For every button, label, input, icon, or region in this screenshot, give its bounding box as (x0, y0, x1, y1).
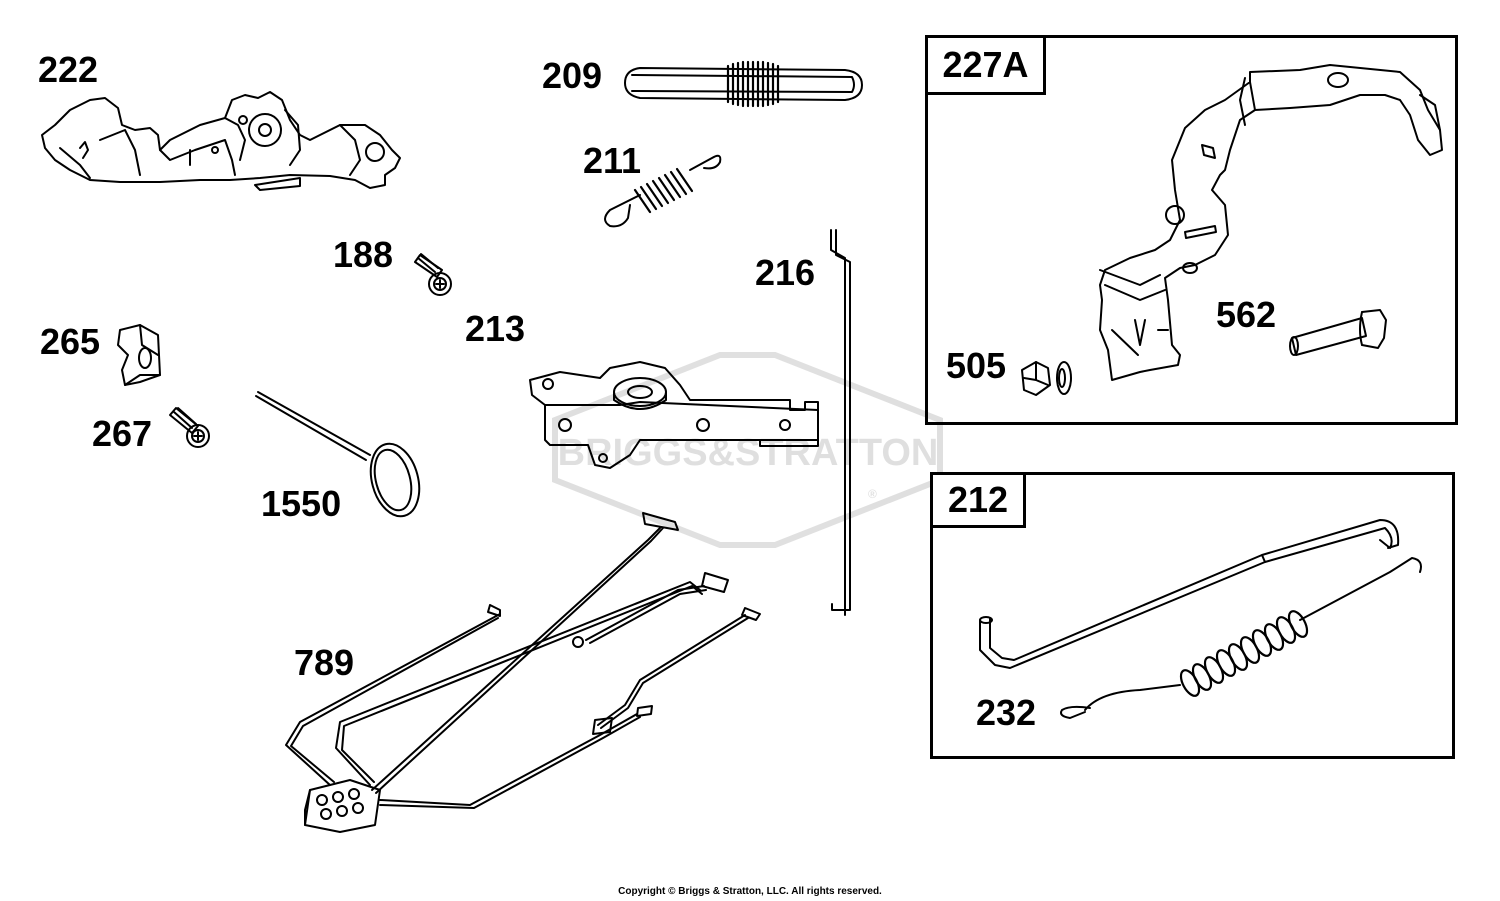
label-505: 505 (946, 345, 1007, 386)
box-227A: 227A (925, 35, 1458, 425)
watermark-text: BRIGGS&STRATTON (558, 432, 939, 474)
part-265-clip (117, 324, 161, 386)
label-209: 209 (542, 55, 603, 96)
label-789: 789 (294, 642, 355, 683)
label-213: 213 (465, 308, 526, 349)
part-562-bolt (1289, 309, 1387, 356)
part-1550-wire-spring (255, 391, 421, 518)
box-227A-label: 227A (928, 38, 1046, 95)
part-789-wiring-harness (285, 512, 761, 833)
part-227A-bracket (1099, 64, 1443, 381)
label-1550: 1550 (261, 483, 342, 524)
part-505-nut-washer (1021, 361, 1072, 396)
label-562: 562 (1216, 294, 1277, 335)
part-232-spring (1060, 557, 1422, 719)
label-211: 211 (583, 140, 642, 181)
label-188: 188 (333, 234, 394, 275)
part-216-rod (830, 229, 851, 616)
part-267-screw (169, 407, 210, 448)
part-188-screw (414, 253, 452, 296)
box-212-label: 212 (933, 475, 1026, 528)
label-222: 222 (38, 49, 99, 90)
part-213-idler-bracket (529, 361, 819, 469)
label-232: 232 (976, 692, 1037, 733)
label-265: 265 (40, 321, 101, 362)
part-212-rod (979, 519, 1400, 669)
part-209-spring (624, 60, 863, 108)
brand-watermark: BRIGGS&STRATTON ® (552, 352, 943, 548)
label-267: 267 (92, 413, 153, 454)
part-222-bracket (41, 91, 401, 191)
box-212: 212 (930, 472, 1455, 759)
label-216: 216 (755, 252, 816, 293)
part-211-spring (604, 154, 722, 228)
copyright-notice: Copyright © Briggs & Stratton, LLC. All … (618, 886, 882, 897)
watermark-registered-mark: ® (868, 487, 877, 501)
